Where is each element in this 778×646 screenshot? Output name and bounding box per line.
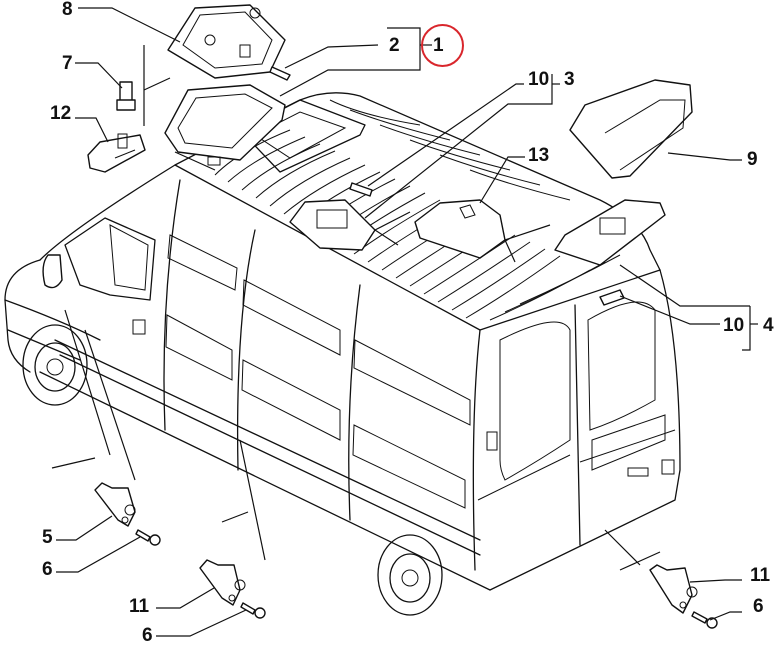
part-11-door-switch-b — [649, 564, 698, 614]
rear-wheel — [377, 534, 443, 616]
part-8-dome-light-housing — [167, 4, 286, 79]
callout-12[interactable]: 12 — [50, 103, 72, 124]
part-5-door-switch — [94, 482, 136, 527]
part-7-bolt — [116, 81, 136, 111]
part-2-bulb — [269, 66, 291, 81]
part-11-door-switch-a — [199, 559, 246, 606]
leader-lines — [51, 7, 758, 637]
part-6-screw-b — [240, 602, 266, 619]
callout-3[interactable]: 3 — [564, 69, 575, 90]
callout-11-b[interactable]: 11 — [750, 565, 771, 586]
callout-13[interactable]: 13 — [528, 145, 550, 166]
part-4-rear-dome-light — [554, 199, 666, 306]
callout-6-a[interactable]: 6 — [42, 559, 53, 580]
callout-4[interactable]: 4 — [763, 315, 774, 336]
callout-10-a[interactable]: 10 — [528, 69, 550, 90]
callout-6-c[interactable]: 6 — [753, 596, 764, 617]
part-1-dome-light-base — [164, 84, 286, 166]
callout-9[interactable]: 9 — [747, 149, 758, 170]
part-13-roof-lamp-cover — [414, 199, 506, 259]
part-6-screw-a — [135, 529, 161, 546]
callout-11-a[interactable]: 11 — [129, 596, 150, 617]
front-wheel — [22, 324, 88, 406]
callout-5[interactable]: 5 — [42, 527, 53, 548]
highlight-circle — [421, 24, 464, 67]
roof-ribs — [214, 99, 621, 321]
callout-6-b[interactable]: 6 — [142, 625, 153, 646]
part-9-brake-light-housing — [569, 79, 693, 179]
callout-7[interactable]: 7 — [62, 53, 73, 74]
part-3-center-dome-light — [289, 182, 376, 251]
callout-10-b[interactable]: 10 — [723, 315, 745, 336]
part-6-screw-c — [691, 611, 718, 629]
callout-8[interactable]: 8 — [62, 0, 73, 20]
callout-2[interactable]: 2 — [389, 35, 400, 56]
callout-1[interactable]: 1 — [433, 35, 444, 56]
part-12-clip — [87, 133, 146, 173]
